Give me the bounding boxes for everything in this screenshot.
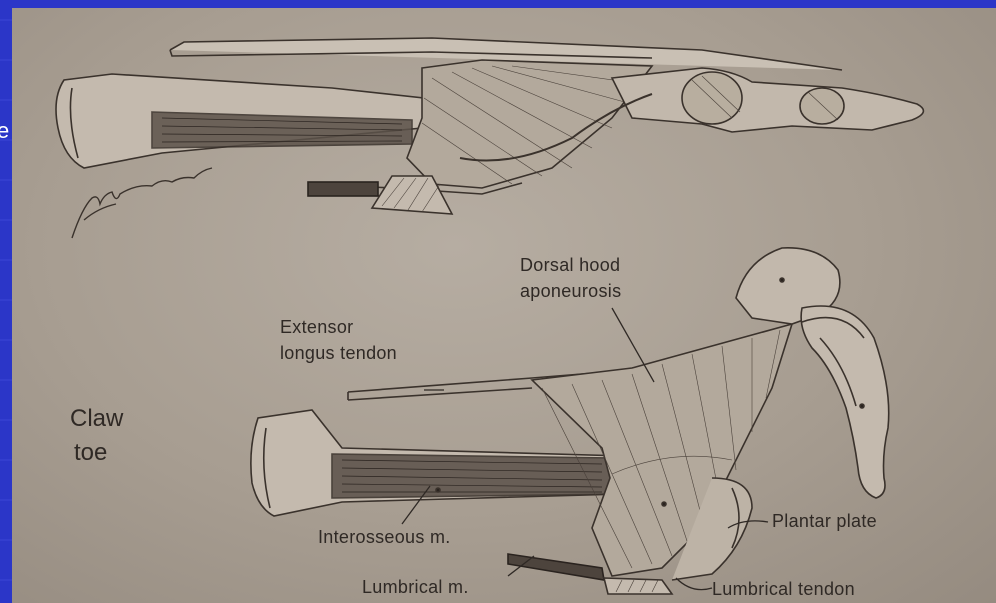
lumbrical-tendon bbox=[604, 578, 672, 594]
normal-toe-drawing bbox=[56, 38, 923, 214]
slide-edge-text: e bbox=[0, 118, 9, 144]
label-plantar-plate: Plantar plate bbox=[772, 510, 877, 532]
dorsal-hood bbox=[532, 324, 792, 576]
lumbrical-muscle bbox=[508, 554, 604, 580]
label-dorsal-hood-1: Dorsal hood bbox=[520, 254, 620, 276]
figure-title-line1: Claw bbox=[70, 404, 123, 434]
figure-title-line2: toe bbox=[74, 438, 107, 468]
label-dorsal-hood-2: aponeurosis bbox=[520, 280, 621, 302]
label-interosseous: Interosseous m. bbox=[318, 526, 451, 548]
label-extensor-2: longus tendon bbox=[280, 342, 397, 364]
middle-distal-phalanx bbox=[801, 306, 889, 498]
label-lumbrical-muscle: Lumbrical m. bbox=[362, 576, 469, 598]
label-extensor-1: Extensor bbox=[280, 316, 353, 338]
phalanges-top bbox=[612, 68, 923, 132]
label-lumbrical-tendon: Lumbrical tendon bbox=[712, 578, 855, 600]
artist-signature-icon bbox=[72, 168, 212, 238]
anatomy-photo: Claw toe Dorsal hood aponeurosis Extenso… bbox=[12, 8, 996, 603]
